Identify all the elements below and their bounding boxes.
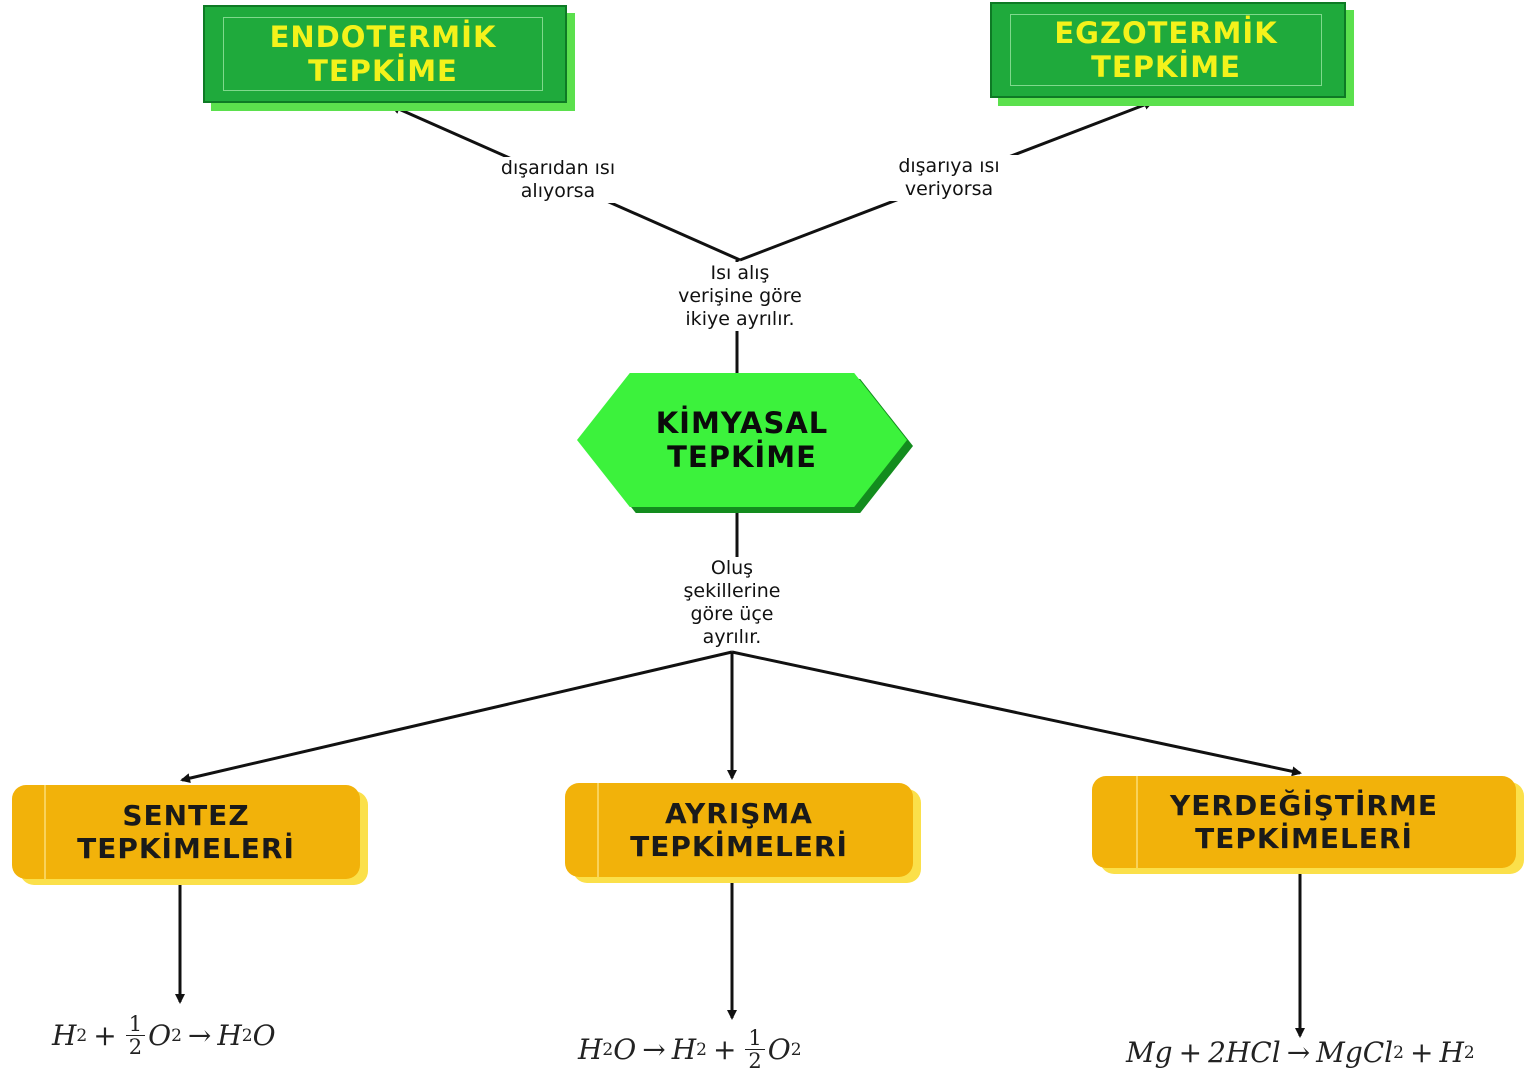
eq3-mgcl: MgCl: [1316, 1036, 1394, 1069]
egzotermik-box: EGZOTERMİK TEPKİME: [990, 2, 1346, 98]
label-endotermik-line2: alıyorsa: [520, 180, 596, 202]
arrow-to-sentez: [180, 650, 733, 784]
eq3-arrow: →: [1286, 1036, 1311, 1069]
ayrisma-line1: AYRIŞMA: [665, 797, 813, 830]
label-heat-split-line2: verişine göre: [678, 285, 802, 307]
eq2-denominator: 2: [748, 1049, 762, 1073]
eq2-o: O: [613, 1033, 637, 1066]
label-egzotermik-condition: dışarıya ısı veriyorsa: [866, 155, 1032, 201]
eq2-h: H: [578, 1033, 603, 1066]
label-egzotermik-line2: veriyorsa: [904, 178, 994, 200]
yerdegistirme-line2: TEPKİMELERİ: [1195, 822, 1413, 855]
eq1-h-sub: 2: [76, 1025, 88, 1046]
eq2-product-o: O: [767, 1033, 791, 1066]
eq2-numerator: 1: [745, 1027, 765, 1050]
endotermik-line1: ENDOTERMİK: [269, 20, 497, 54]
arrow-to-yerdegistirme: [731, 650, 1302, 777]
eq2-product-h: H: [671, 1033, 697, 1066]
eq2-arrow: →: [642, 1033, 666, 1066]
hexagon-body: KİMYASAL TEPKİME: [577, 373, 907, 507]
label-heat-split: Isı alış verişine göre ikiye ayrılır.: [650, 262, 830, 331]
eq1-numerator: 1: [125, 1013, 146, 1036]
label-endotermik-line1: dışarıdan ısı: [500, 157, 616, 179]
eq1-product-o: O: [252, 1019, 276, 1052]
sentez-line1: SENTEZ: [122, 799, 250, 832]
label-heat-split-line3: ikiye ayrılır.: [685, 308, 795, 330]
egzotermik-inner-frame: EGZOTERMİK TEPKİME: [1010, 14, 1322, 86]
yerdegistirme-line1: YERDEĞİŞTİRME: [1170, 789, 1438, 822]
ayrisma-line2: TEPKİMELERİ: [630, 830, 848, 863]
eq1-h: H: [52, 1019, 77, 1052]
label-formation-line2: şekillerine: [683, 580, 781, 602]
sentez-box: SENTEZ TEPKİMELERİ: [12, 785, 360, 879]
endotermik-box: ENDOTERMİK TEPKİME: [203, 5, 567, 103]
center-line2: TEPKİME: [667, 440, 817, 474]
eq1-product-h-sub: 2: [241, 1025, 253, 1046]
eq1-o: O: [148, 1019, 172, 1052]
eq1-product-h: H: [217, 1019, 242, 1052]
label-egzotermik-line1: dışarıya ısı: [898, 155, 1000, 177]
eq2-product-o-sub: 2: [790, 1039, 802, 1060]
eq3-mg: Mg: [1126, 1036, 1173, 1069]
ayrisma-box-edge: [597, 783, 599, 877]
sentez-box-edge: [44, 785, 46, 879]
egzotermik-line1: EGZOTERMİK: [1054, 16, 1278, 50]
eq2-plus: +: [712, 1033, 737, 1066]
eq3-plus2: +: [1409, 1036, 1434, 1069]
yerdegistirme-box-edge: [1136, 776, 1138, 868]
eq2-product-h-sub: 2: [696, 1039, 707, 1060]
center-line1: KİMYASAL: [655, 406, 829, 440]
endotermik-inner-frame: ENDOTERMİK TEPKİME: [223, 17, 543, 91]
sentez-line2: TEPKİMELERİ: [77, 832, 295, 865]
ayrisma-box: AYRIŞMA TEPKİMELERİ: [565, 783, 913, 877]
eq3-mgcl-sub: 2: [1393, 1042, 1404, 1063]
label-formation-split: Oluş şekillerine göre üçe ayrılır.: [652, 557, 812, 649]
label-formation-line3: göre üçe: [690, 603, 774, 625]
eq1-arrow: →: [187, 1019, 212, 1052]
eq3-h-sub: 2: [1463, 1042, 1475, 1063]
eq1-o-sub: 2: [171, 1025, 182, 1046]
label-formation-line4: ayrılır.: [702, 626, 762, 648]
label-endotermik-condition: dışarıdan ısı alıyorsa: [470, 157, 646, 203]
eq3-h: H: [1439, 1036, 1464, 1069]
eq1-denominator: 2: [128, 1035, 143, 1059]
eq3-plus1: +: [1178, 1036, 1203, 1069]
eq1-plus: +: [93, 1019, 117, 1052]
eq3-hcl: 2HCl: [1208, 1036, 1281, 1069]
egzotermik-line2: TEPKİME: [1091, 50, 1241, 84]
endotermik-line2: TEPKİME: [308, 54, 458, 88]
kimyasal-tepkime-hexagon: KİMYASAL TEPKİME: [577, 373, 913, 513]
label-heat-split-line1: Isı alış: [710, 262, 770, 284]
label-formation-line1: Oluş: [710, 557, 754, 579]
eq2-h-sub: 2: [602, 1039, 614, 1060]
yerdegistirme-box: YERDEĞİŞTİRME TEPKİMELERİ: [1092, 776, 1516, 868]
